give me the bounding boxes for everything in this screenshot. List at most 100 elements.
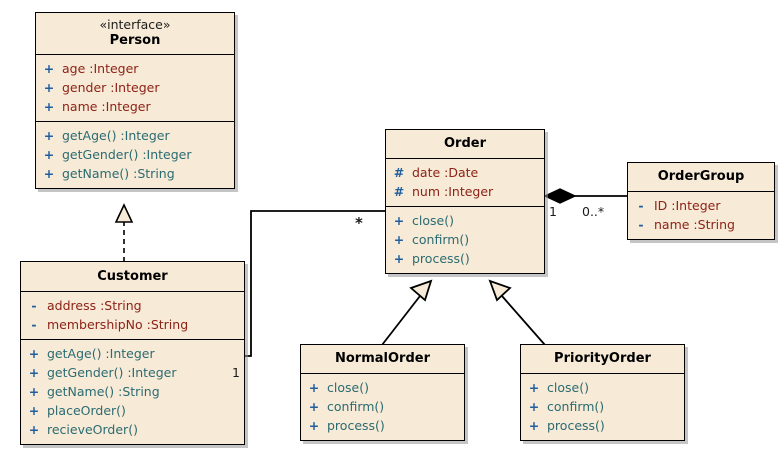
method-label: close()	[412, 213, 454, 229]
method-row: + getName() :String	[21, 382, 244, 401]
method-label: getAge() :Integer	[47, 346, 155, 362]
visibility-marker: +	[308, 380, 320, 396]
class-header-person: «interface» Person	[36, 13, 234, 56]
attributes-compartment-order: # date :Date # num :Integer	[386, 159, 544, 208]
visibility-marker: -	[31, 298, 37, 314]
attribute-row: - ID :Integer	[628, 196, 774, 215]
attributes-compartment-person: + age :Integer + gender :Integer + name …	[36, 55, 234, 123]
attribute-label: name :String	[654, 217, 735, 233]
attribute-label: ID :Integer	[654, 198, 721, 214]
attribute-row: - name :String	[628, 215, 774, 234]
class-header-customer: Customer	[21, 262, 244, 293]
visibility-marker: +	[308, 418, 320, 434]
method-label: confirm()	[547, 399, 605, 415]
class-header-normalorder: NormalOrder	[301, 345, 464, 375]
attribute-row: + name :Integer	[36, 97, 234, 116]
method-row: + close()	[521, 378, 684, 397]
filled-diamond-icon	[543, 188, 577, 204]
edge-normalorder-extends-order[interactable]	[381, 279, 433, 346]
class-header-priorityorder: PriorityOrder	[521, 345, 684, 375]
attribute-label: gender :Integer	[62, 80, 160, 96]
visibility-marker: +	[43, 99, 55, 115]
method-row: + process()	[386, 249, 544, 268]
class-name-order: Order	[444, 136, 486, 151]
attribute-label: date :Date	[412, 165, 479, 181]
method-label: close()	[327, 380, 369, 396]
visibility-marker: +	[528, 399, 540, 415]
class-box-order[interactable]: Order # date :Date # num :Integer + clos…	[385, 129, 545, 275]
class-name-priorityorder: PriorityOrder	[554, 351, 651, 366]
methods-compartment-normalorder: + close() + confirm() + process()	[301, 374, 464, 441]
class-box-ordergroup[interactable]: OrderGroup - ID :Integer - name :String	[627, 162, 775, 241]
methods-compartment-customer: + getAge() :Integer + getGender() :Integ…	[21, 340, 244, 445]
attribute-row: - address :String	[21, 296, 244, 315]
edge-customer-places-order[interactable]	[245, 210, 385, 357]
edge-ordergroup-composes-order[interactable]	[543, 188, 627, 204]
visibility-marker: +	[28, 365, 40, 381]
method-row: + recieveOrder()	[21, 420, 244, 439]
multiplicity-order-one: 1	[549, 204, 557, 219]
hollow-triangle-icon	[114, 203, 134, 223]
visibility-marker: +	[28, 422, 40, 438]
hollow-triangle-icon	[488, 279, 512, 302]
method-row: + confirm()	[386, 230, 544, 249]
methods-compartment-priorityorder: + close() + confirm() + process()	[521, 374, 684, 441]
multiplicity-ordergroup-many: 0..*	[582, 204, 605, 219]
method-row: + getAge() :Integer	[21, 344, 244, 363]
multiplicity-order-many: *	[355, 214, 363, 232]
attribute-row: # num :Integer	[386, 182, 544, 201]
visibility-marker: +	[528, 380, 540, 396]
visibility-marker: -	[638, 217, 644, 233]
visibility-marker: +	[393, 232, 405, 248]
attribute-label: address :String	[47, 298, 142, 314]
association-line	[245, 210, 385, 357]
method-label: process()	[327, 418, 385, 434]
class-box-priorityorder[interactable]: PriorityOrder + close() + confirm() + pr…	[520, 344, 685, 442]
attribute-row: + age :Integer	[36, 59, 234, 78]
class-header-order: Order	[386, 130, 544, 160]
visibility-marker: +	[43, 80, 55, 96]
class-box-normalorder[interactable]: NormalOrder + close() + confirm() + proc…	[300, 344, 465, 442]
edge-priorityorder-extends-order[interactable]	[488, 279, 546, 346]
method-label: getName() :String	[62, 166, 175, 182]
multiplicity-customer-one: 1	[232, 365, 240, 380]
class-name-person: Person	[109, 32, 161, 48]
generalization-line	[381, 295, 421, 346]
generalization-line	[501, 295, 546, 346]
method-label: recieveOrder()	[47, 422, 138, 438]
visibility-marker: +	[43, 166, 55, 182]
class-box-customer[interactable]: Customer - address :String - membershipN…	[20, 261, 245, 446]
visibility-marker: +	[43, 61, 55, 77]
hollow-triangle-icon	[409, 279, 433, 302]
class-box-person[interactable]: «interface» Person + age :Integer + gend…	[35, 12, 235, 190]
visibility-marker: +	[393, 213, 405, 229]
visibility-marker: +	[28, 403, 40, 419]
visibility-marker: +	[28, 346, 40, 362]
attributes-compartment-customer: - address :String - membershipNo :String	[21, 292, 244, 341]
class-name-customer: Customer	[97, 269, 168, 284]
class-header-ordergroup: OrderGroup	[628, 163, 774, 193]
visibility-marker: +	[393, 251, 405, 267]
visibility-marker: +	[28, 384, 40, 400]
attribute-label: name :Integer	[62, 99, 151, 115]
visibility-marker: #	[393, 165, 405, 181]
method-row: + placeOrder()	[21, 401, 244, 420]
method-label: getGender() :Integer	[47, 365, 177, 381]
class-name-ordergroup: OrderGroup	[657, 169, 745, 184]
method-label: getGender() :Integer	[62, 147, 192, 163]
method-row: + process()	[301, 416, 464, 435]
edge-customer-realizes-person[interactable]	[114, 203, 134, 262]
visibility-marker: -	[31, 317, 37, 333]
method-label: close()	[547, 380, 589, 396]
methods-compartment-order: + close() + confirm() + process()	[386, 207, 544, 274]
method-row: + getName() :String	[36, 164, 234, 183]
method-row: + close()	[301, 378, 464, 397]
method-row: + process()	[521, 416, 684, 435]
method-row: + confirm()	[301, 397, 464, 416]
method-row: + getGender() :Integer	[36, 145, 234, 164]
attribute-row: - membershipNo :String	[21, 315, 244, 334]
attribute-label: age :Integer	[62, 61, 139, 77]
class-name-normalorder: NormalOrder	[335, 351, 430, 366]
